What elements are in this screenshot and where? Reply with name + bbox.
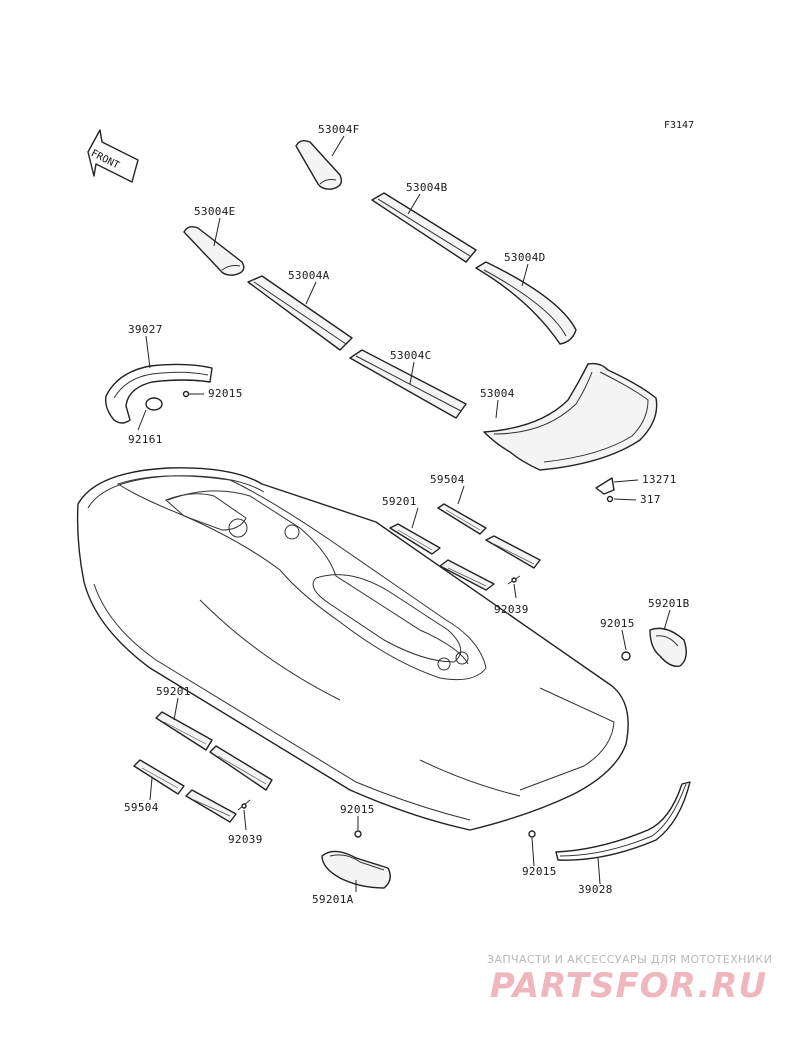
watermark-tagline: ЗАПЧАСТИ И АКСЕССУАРЫ ДЛЯ МОТОТЕХНИКИ [487, 953, 773, 966]
callout-53004: 53004 [480, 387, 515, 400]
mat-53004b[interactable] [371, 192, 477, 263]
bracket-13271[interactable] [595, 477, 615, 495]
watermark-brand: PARTSFOR.RU [490, 966, 768, 1006]
callout-53004a: 53004A [288, 269, 330, 282]
handrail-39027[interactable] [104, 363, 213, 424]
bolt-317[interactable] [606, 495, 614, 503]
front-arrow-icon [87, 129, 139, 183]
pad-59201a[interactable] [321, 850, 391, 889]
bolt-92015-br[interactable] [528, 830, 536, 838]
handrail-39028[interactable] [555, 781, 691, 861]
pad-59201-left-a[interactable] [155, 711, 213, 751]
callout-92039-left: 92039 [228, 833, 263, 846]
figure-code: F3147 [664, 120, 695, 131]
leader-lines [137, 135, 671, 892]
callout-59504-top: 59504 [430, 473, 465, 486]
pad-59504-top[interactable] [437, 503, 487, 535]
callout-92015-bottom: 92015 [340, 803, 375, 816]
callout-53004b: 53004B [406, 181, 448, 194]
callout-317: 317 [640, 493, 661, 506]
callout-92015-right: 92015 [600, 617, 635, 630]
callout-53004e: 53004E [194, 205, 236, 218]
pad-59201b[interactable] [649, 627, 687, 667]
mat-53004e[interactable] [183, 225, 245, 276]
bolt-92015-bottom[interactable] [354, 830, 362, 838]
callout-13271: 13271 [642, 473, 677, 486]
pad-59504-left[interactable] [133, 759, 185, 795]
callout-92039-mid: 92039 [494, 603, 529, 616]
pin-92039-mid[interactable] [507, 575, 521, 585]
callout-92015-br: 92015 [522, 865, 557, 878]
callout-53004d: 53004D [504, 251, 546, 264]
mat-53004f[interactable] [295, 139, 343, 190]
callout-92015-top: 92015 [208, 387, 243, 400]
callout-59201-left: 59201 [156, 685, 191, 698]
callout-59201-top: 59201 [382, 495, 417, 508]
bolt-92015-right[interactable] [621, 651, 631, 661]
pad-59201-top-c[interactable] [439, 559, 495, 591]
callout-59201a: 59201A [312, 893, 354, 906]
pad-59201-top-a[interactable] [389, 523, 441, 555]
mat-53004d[interactable] [475, 261, 577, 345]
mat-53004c[interactable] [349, 349, 467, 419]
callout-53004f: 53004F [318, 123, 360, 136]
mat-53004[interactable] [483, 362, 658, 471]
callout-39027: 39027 [128, 323, 163, 336]
pad-59201-top-b[interactable] [485, 535, 541, 569]
hull-body [76, 467, 629, 831]
callout-59201b: 59201B [648, 597, 690, 610]
pin-92039-left[interactable] [237, 799, 251, 811]
pad-59201-left-c[interactable] [185, 789, 237, 823]
callout-59504-left: 59504 [124, 801, 159, 814]
callout-53004c: 53004C [390, 349, 432, 362]
mat-53004a[interactable] [247, 275, 353, 351]
callout-39028: 39028 [578, 883, 613, 896]
callout-92161: 92161 [128, 433, 163, 446]
pad-59201-left-b[interactable] [209, 745, 273, 791]
